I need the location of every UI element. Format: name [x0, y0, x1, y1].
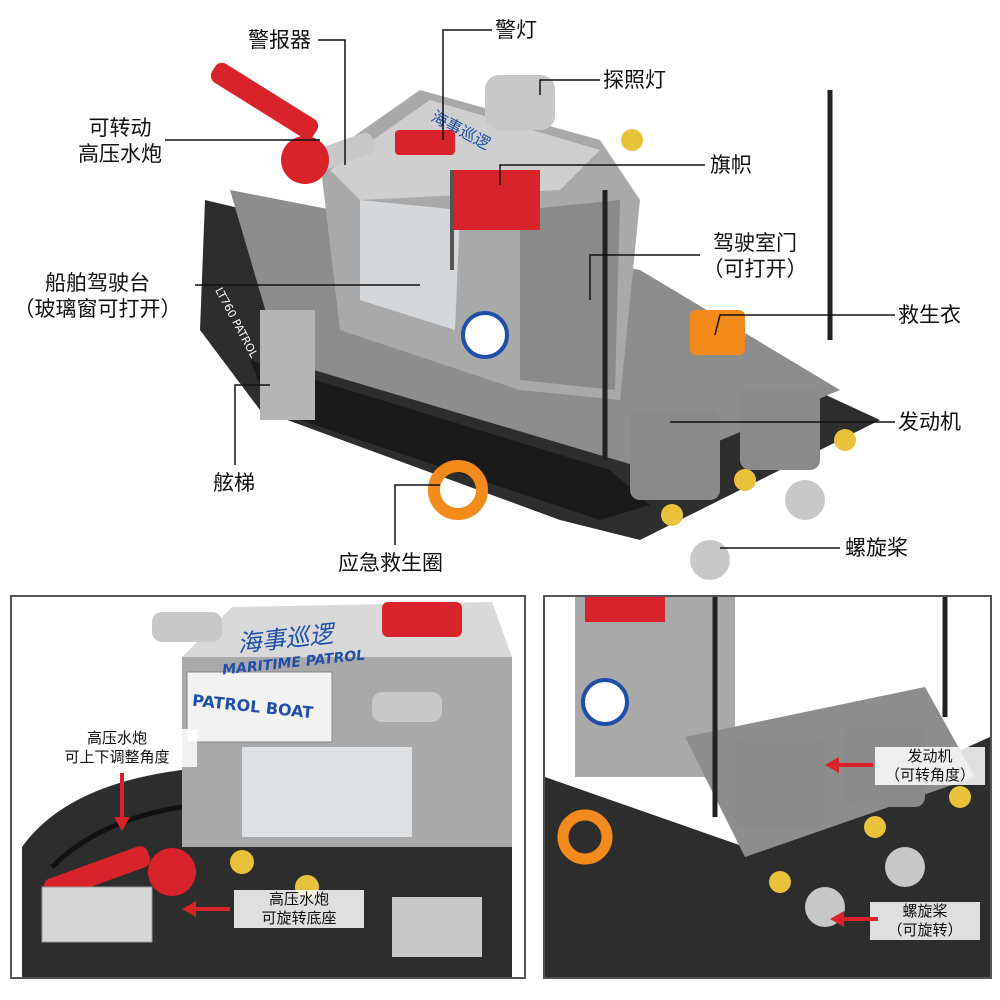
- callout-water-cannon-line1: 可转动: [88, 116, 152, 140]
- callout-bridge-line1: 船舶驾驶台: [45, 271, 150, 295]
- cannon-adjust-arrow: [114, 773, 130, 831]
- callout-water-cannon-line2: 高压水炮: [78, 142, 162, 166]
- cannon-adjust-line2: 可上下调整角度: [64, 748, 170, 766]
- engine-note: 发动机 （可转角度）: [875, 747, 985, 785]
- callout-warning-light: 警灯: [495, 18, 537, 42]
- callout-engine: 发动机: [898, 410, 961, 434]
- cannon-adjust-line1: 高压水炮: [86, 729, 147, 747]
- callout-life-jacket: 救生衣: [898, 303, 961, 327]
- callout-flag: 旗帜: [710, 153, 752, 177]
- propeller-note: 螺旋桨 （可旋转）: [870, 902, 980, 940]
- callout-bridge-line2: （玻璃窗可打开）: [13, 297, 182, 321]
- cannon-base-arrow: [182, 901, 230, 917]
- callout-cabin-door-line1: 驾驶室门: [713, 231, 797, 255]
- boat-model-image: 海事巡逻 LT760 PATROL: [165, 29, 895, 580]
- propeller-note-line2: （可旋转）: [887, 921, 963, 939]
- detail-panel-right: 发动机 （可转角度） 螺旋桨 （可旋转）: [543, 595, 992, 979]
- leader-lines: [165, 29, 895, 549]
- propeller-note-line1: 螺旋桨: [902, 902, 948, 920]
- engine-arrow: [825, 757, 873, 773]
- callout-propeller: 螺旋桨: [845, 536, 908, 560]
- callout-water-cannon: 可转动 高压水炮: [70, 115, 170, 167]
- engine-note-line2: （可转角度）: [884, 766, 975, 784]
- callout-siren: 警报器: [248, 28, 311, 52]
- cannon-base-line1: 高压水炮: [268, 890, 329, 908]
- cabin-closeup-image: [22, 602, 513, 977]
- detail-panel-left: 海事巡逻 MARITIME PATROL PATROL BOAT 高压水炮 可上…: [10, 595, 526, 979]
- callout-cabin-door-line2: （可打开）: [702, 257, 808, 281]
- engine-note-line1: 发动机: [907, 747, 953, 765]
- callout-cabin-door: 驾驶室门 （可打开）: [700, 230, 810, 282]
- callout-bridge: 船舶驾驶台 （玻璃窗可打开）: [0, 270, 195, 322]
- cannon-adjust-note: 高压水炮 可上下调整角度: [37, 729, 197, 767]
- callout-ladder: 舷梯: [213, 471, 255, 495]
- callout-life-ring: 应急救生圈: [338, 551, 443, 575]
- cannon-base-line2: 可旋转底座: [261, 909, 337, 927]
- propeller-arrow: [830, 911, 878, 927]
- cannon-base-note: 高压水炮 可旋转底座: [234, 890, 364, 928]
- callout-searchlight: 探照灯: [603, 68, 666, 92]
- main-boat-illustration: 海事巡逻 LT760 PATROL: [165, 29, 895, 580]
